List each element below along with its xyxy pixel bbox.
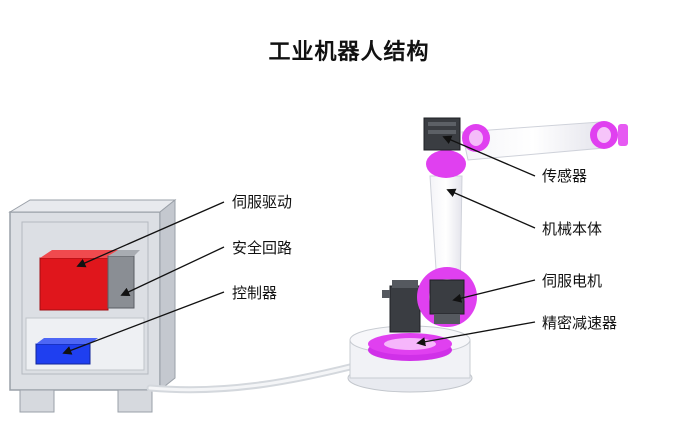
leader-reducer: [416, 321, 536, 347]
leader-servo-motor: [452, 279, 536, 303]
leader-body: [446, 188, 536, 229]
label-controller: 控制器: [232, 284, 278, 302]
leader-lines: [62, 135, 536, 355]
shoulder-joint: [417, 267, 477, 327]
leader-sensor: [442, 135, 536, 177]
base-motor: [382, 280, 421, 333]
elbow-joint: [426, 124, 490, 178]
leader-servo-drive: [76, 201, 225, 268]
label-reducer: 精密减速器: [542, 314, 618, 332]
leader-controller: [62, 291, 225, 355]
label-body: 机械本体: [542, 220, 603, 238]
label-safety-circuit: 安全回路: [232, 239, 293, 257]
sensor-unit: [423, 117, 461, 151]
servo-drive-unit: [39, 250, 118, 311]
label-servo-drive: 伺服驱动: [232, 193, 293, 211]
leader-safety-circuit: [120, 246, 225, 297]
label-servo-motor: 伺服电机: [542, 272, 603, 290]
wrist-joint: [590, 121, 628, 149]
controller-unit: [35, 338, 98, 365]
label-sensor: 传感器: [542, 167, 588, 185]
diagram-title: 工业机器人结构: [268, 40, 430, 65]
base-reducer-ring: [368, 333, 452, 361]
safety-circuit-unit: [107, 250, 140, 309]
